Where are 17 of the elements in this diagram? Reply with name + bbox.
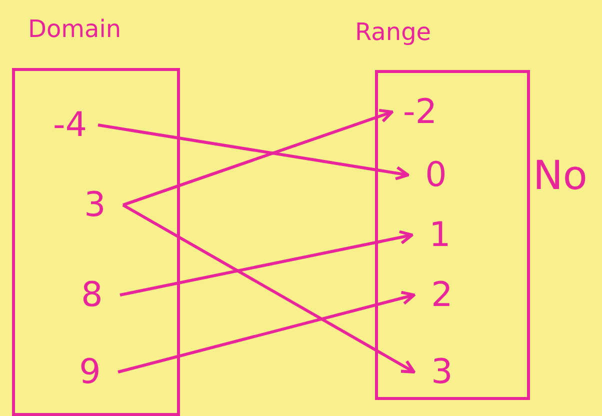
set-element: 1 [412,215,468,255]
arrow [120,230,414,296]
set-heading: Domain [28,17,122,41]
set-element: 0 [408,155,464,195]
set-element: -4 [42,105,98,145]
set-element: -2 [392,92,448,132]
set-element: 9 [62,352,118,392]
set-element: 2 [414,275,470,315]
arrow [118,290,416,374]
arrow [98,124,410,180]
set-heading: Range [355,20,432,44]
set-element: 8 [64,275,120,315]
set-element: 3 [414,352,470,392]
arrow [122,108,394,206]
answer-text: No [533,156,588,196]
arrow [122,204,416,374]
set-element: 3 [67,185,123,225]
